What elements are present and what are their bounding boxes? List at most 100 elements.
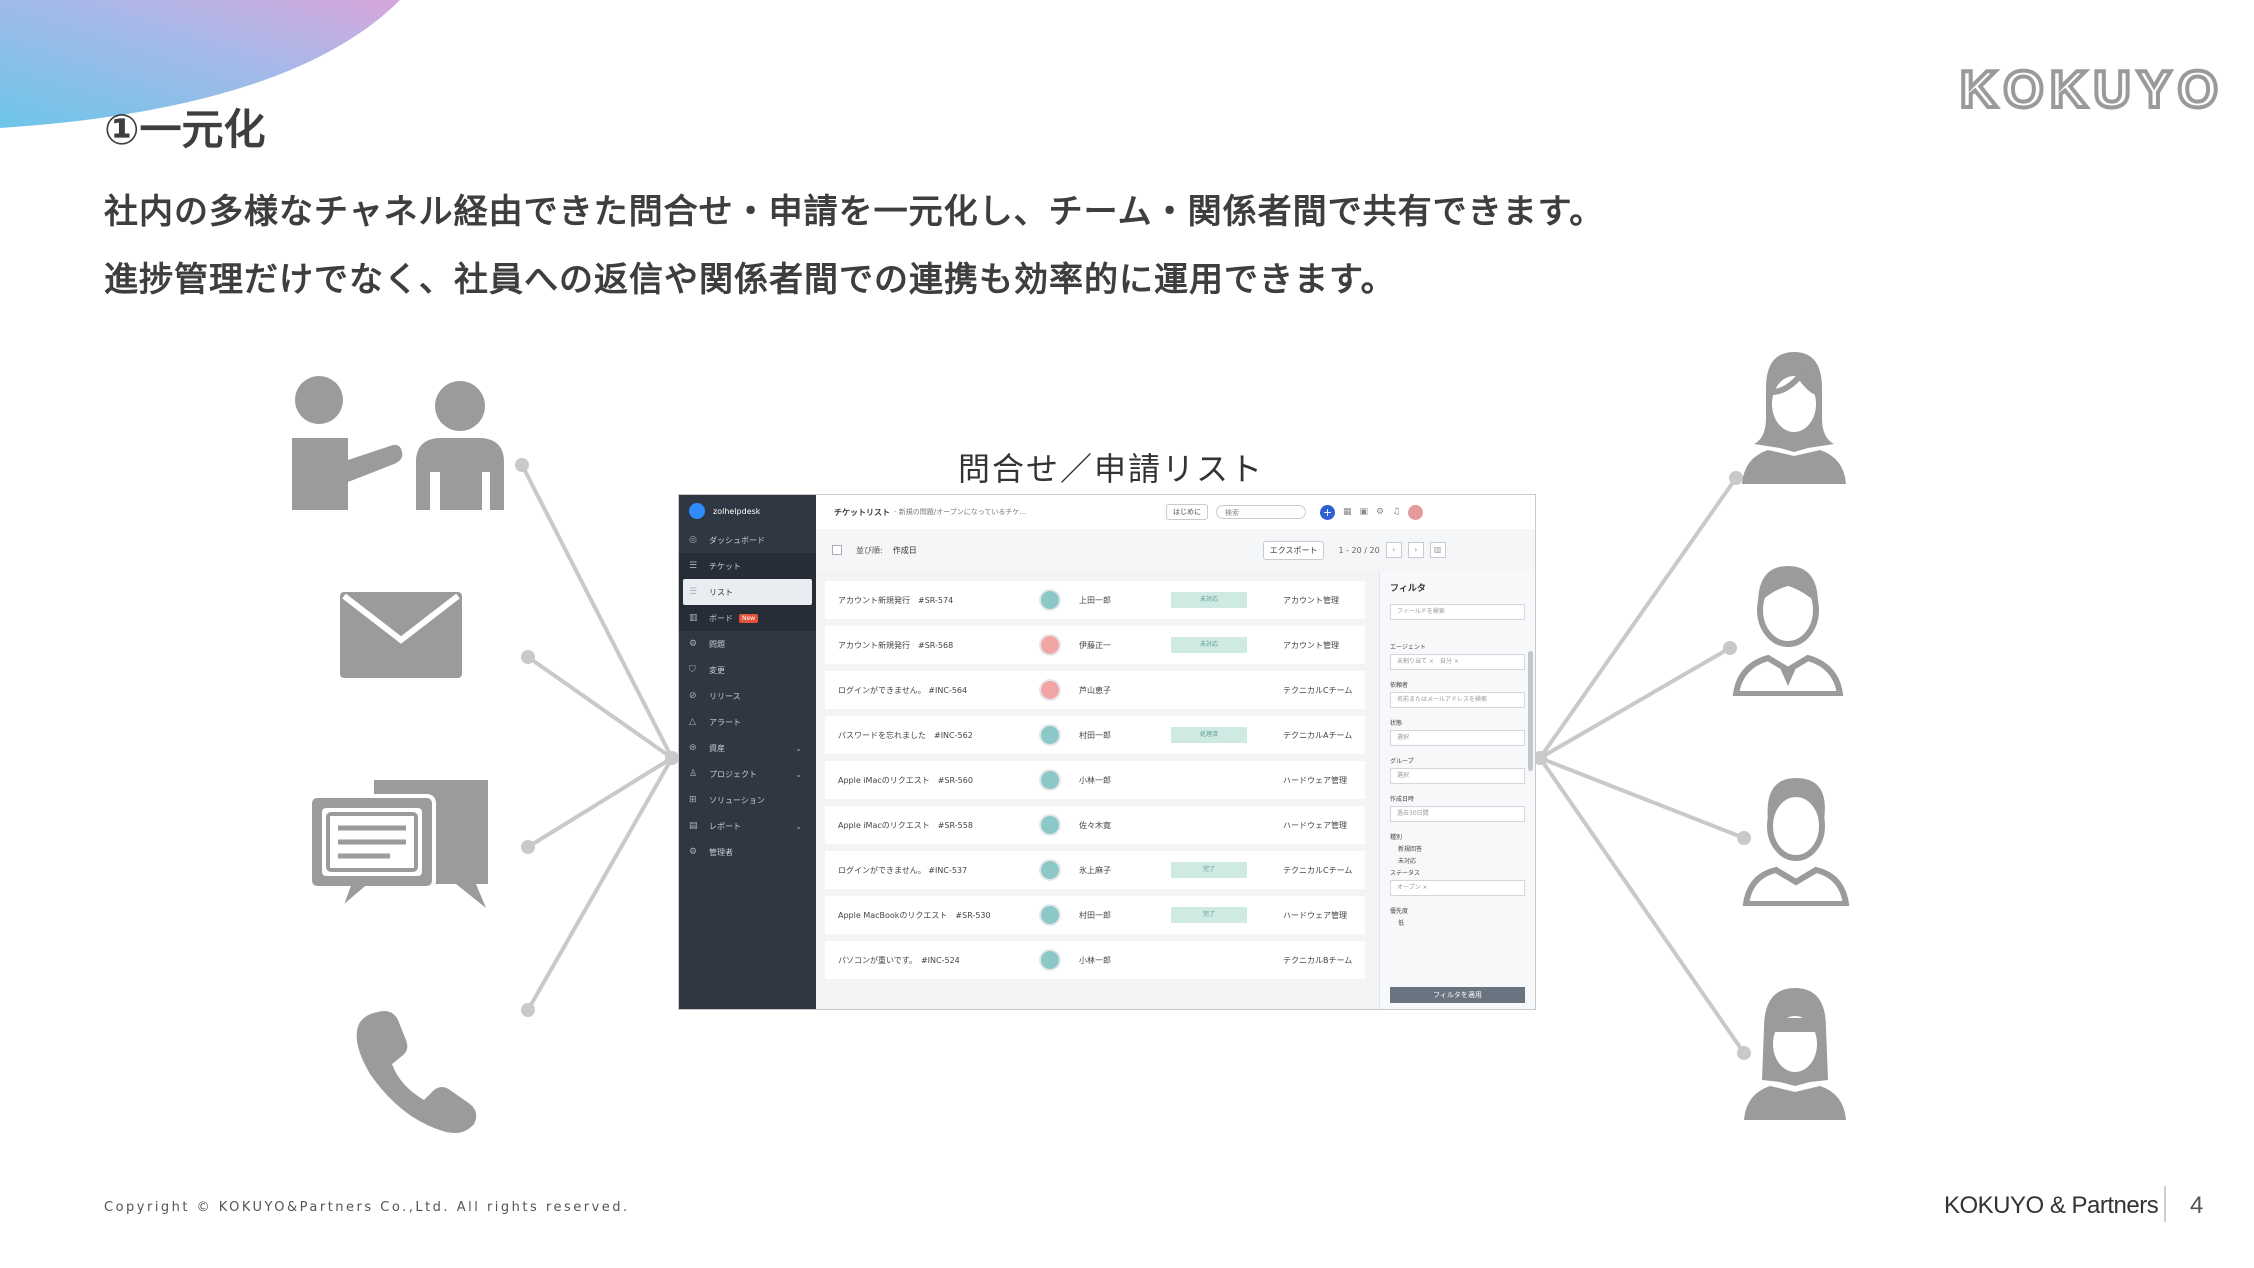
woman-bangs-avatar-icon [1744,988,1846,1120]
ticket-category: ハードウェア管理 [1283,910,1347,920]
assignee-avatar [1039,814,1061,836]
pagination-text: 1 - 20 / 20 [1338,545,1380,555]
bell-icon[interactable]: ♫ [1392,507,1401,517]
prev-page-button[interactable]: ‹ [1385,542,1402,558]
description-line-2: 進捗管理だけでなく、社員への返信や関係者間での連携も効率的に運用できます。 [104,260,1396,300]
sidebar-label: リスト [709,587,733,597]
requester-filter[interactable]: 名前またはメールアドレスを検索 [1390,692,1525,708]
sidebar-item-report[interactable]: ▤レポート⌄ [679,813,816,839]
created-filter[interactable]: 過去30日間 [1390,806,1525,822]
ticket-title[interactable]: アカウント新規発行 #SR-568 [838,640,954,650]
sidebar-item-dashboard[interactable]: ◎ ダッシュボード [679,527,816,553]
type-option-new[interactable]: 新規回答 [1398,846,1423,853]
status-badge: 未対応 [1171,637,1247,653]
ticket-title[interactable]: Apple MacBookのリクエスト #SR-530 [838,910,991,920]
assignee-avatar [1039,904,1061,926]
chevron-down-icon: ⌄ [795,769,802,779]
assignee-avatar [1039,859,1061,881]
status-filter[interactable]: 選択 [1390,730,1525,746]
layout-toggle-button[interactable]: ▥ [1429,542,1446,558]
sidebar-item-release[interactable]: ⊘リリース [679,683,816,709]
ticket-title[interactable]: ログインができません。 #INC-564 [838,685,968,695]
dashboard-icon: ◎ [689,535,697,545]
sidebar-item-ticket[interactable]: ☰チケット [679,553,816,579]
problem-icon: ⚙ [689,639,698,649]
admin-icon: ⚙ [689,847,698,857]
apply-filter-button[interactable]: フィルタを適用 [1390,987,1525,1003]
search-input[interactable]: 検索 [1216,505,1307,519]
grid-icon[interactable]: ▦ [1343,507,1352,517]
filter-label: 状態 [1390,720,1403,727]
release-icon: ⊘ [689,691,697,701]
brand-logo-icon [689,503,705,519]
sidebar-item-problem[interactable]: ⚙ 問題 [679,631,816,657]
assignee-name: 小林一郎 [1079,775,1111,785]
sidebar-item-change[interactable]: ⛉ 変更 [679,657,816,683]
ticket-title[interactable]: パソコンが重いです。 #INC-524 [838,955,960,965]
ticket-icon: ☰ [689,561,698,571]
ticket-category: アカウント管理 [1283,640,1339,650]
sort-select[interactable]: 作成日 [892,545,917,555]
sidebar-label: ソリューション [709,795,765,805]
filter-label: 優先度 [1390,908,1409,915]
export-button[interactable]: エクスポート [1262,540,1325,560]
sidebar-item-solution[interactable]: ⊞ソリューション [679,787,816,813]
ticket-title[interactable]: ログインができません。 #INC-537 [838,865,968,875]
start-button[interactable]: はじめに [1166,504,1209,520]
status-badge: 完了 [1171,907,1247,923]
filter-field-search[interactable]: フィールドを検索 [1390,604,1525,620]
sidebar-item-admin[interactable]: ⚙管理者 [679,839,816,865]
type-option-open[interactable]: 未対応 [1398,858,1417,865]
user-avatar[interactable] [1408,504,1424,520]
ticket-title[interactable]: Apple iMacのリクエスト #SR-560 [838,775,973,785]
agent-filter[interactable]: 未割り当て × 自分 × [1390,654,1525,670]
woman-avatar-icon [1742,352,1846,484]
sidebar-item-asset[interactable]: ⊜資産⌄ [679,735,816,761]
ticket-title[interactable]: パスワードを忘れました #INC-562 [838,730,973,740]
copyright-text: Copyright © KOKUYO&Partners Co.,Ltd. All… [104,1200,630,1215]
sidebar-label: ボード [709,613,733,623]
ticket-title[interactable]: アカウント新規発行 #SR-574 [838,595,954,605]
filter-scrollbar[interactable] [1528,651,1533,771]
assignee-avatar [1039,679,1061,701]
status-chip-filter[interactable]: オープン × [1390,880,1525,896]
calendar-icon[interactable]: ▣ [1359,507,1369,517]
assignee-name: 村田一郎 [1079,910,1111,920]
sidebar-label: ダッシュボード [709,535,765,545]
settings-icon[interactable]: ⚙ [1376,507,1385,517]
section-heading: ①一元化 [104,105,266,154]
sidebar-label: 問題 [709,639,725,649]
add-icon[interactable]: + [1320,504,1336,520]
group-filter[interactable]: 選択 [1390,768,1525,784]
ticket-title[interactable]: Apple iMacのリクエスト #SR-558 [838,820,973,830]
assignee-name: 氷上麻子 [1079,865,1111,875]
sidebar-label: アラート [709,717,741,727]
status-badge: 完了 [1171,862,1247,878]
sidebar-item-project[interactable]: ♙プロジェクト⌄ [679,761,816,787]
select-all-checkbox[interactable] [832,545,842,555]
table-row[interactable]: Apple MacBookのリクエスト #SR-530 村田一郎 完了 ハードウェア管… [825,896,1365,934]
list-title: 問合せ／申請リスト [958,450,1265,488]
sidebar-item-alert[interactable]: △アラート [679,709,816,735]
sidebar-item-list[interactable]: ☰リスト [683,579,812,605]
priority-option-low[interactable]: 低 [1398,920,1405,927]
change-icon: ⛉ [689,665,696,675]
sidebar-label: 変更 [709,665,725,675]
sidebar-label: プロジェクト [709,769,757,779]
ticket-category: テクニカルBチーム [1283,955,1353,965]
asset-icon: ⊜ [689,743,697,753]
assignee-avatar [1039,769,1061,791]
next-page-button[interactable]: › [1407,542,1424,558]
chevron-down-icon: ⌄ [795,821,802,831]
